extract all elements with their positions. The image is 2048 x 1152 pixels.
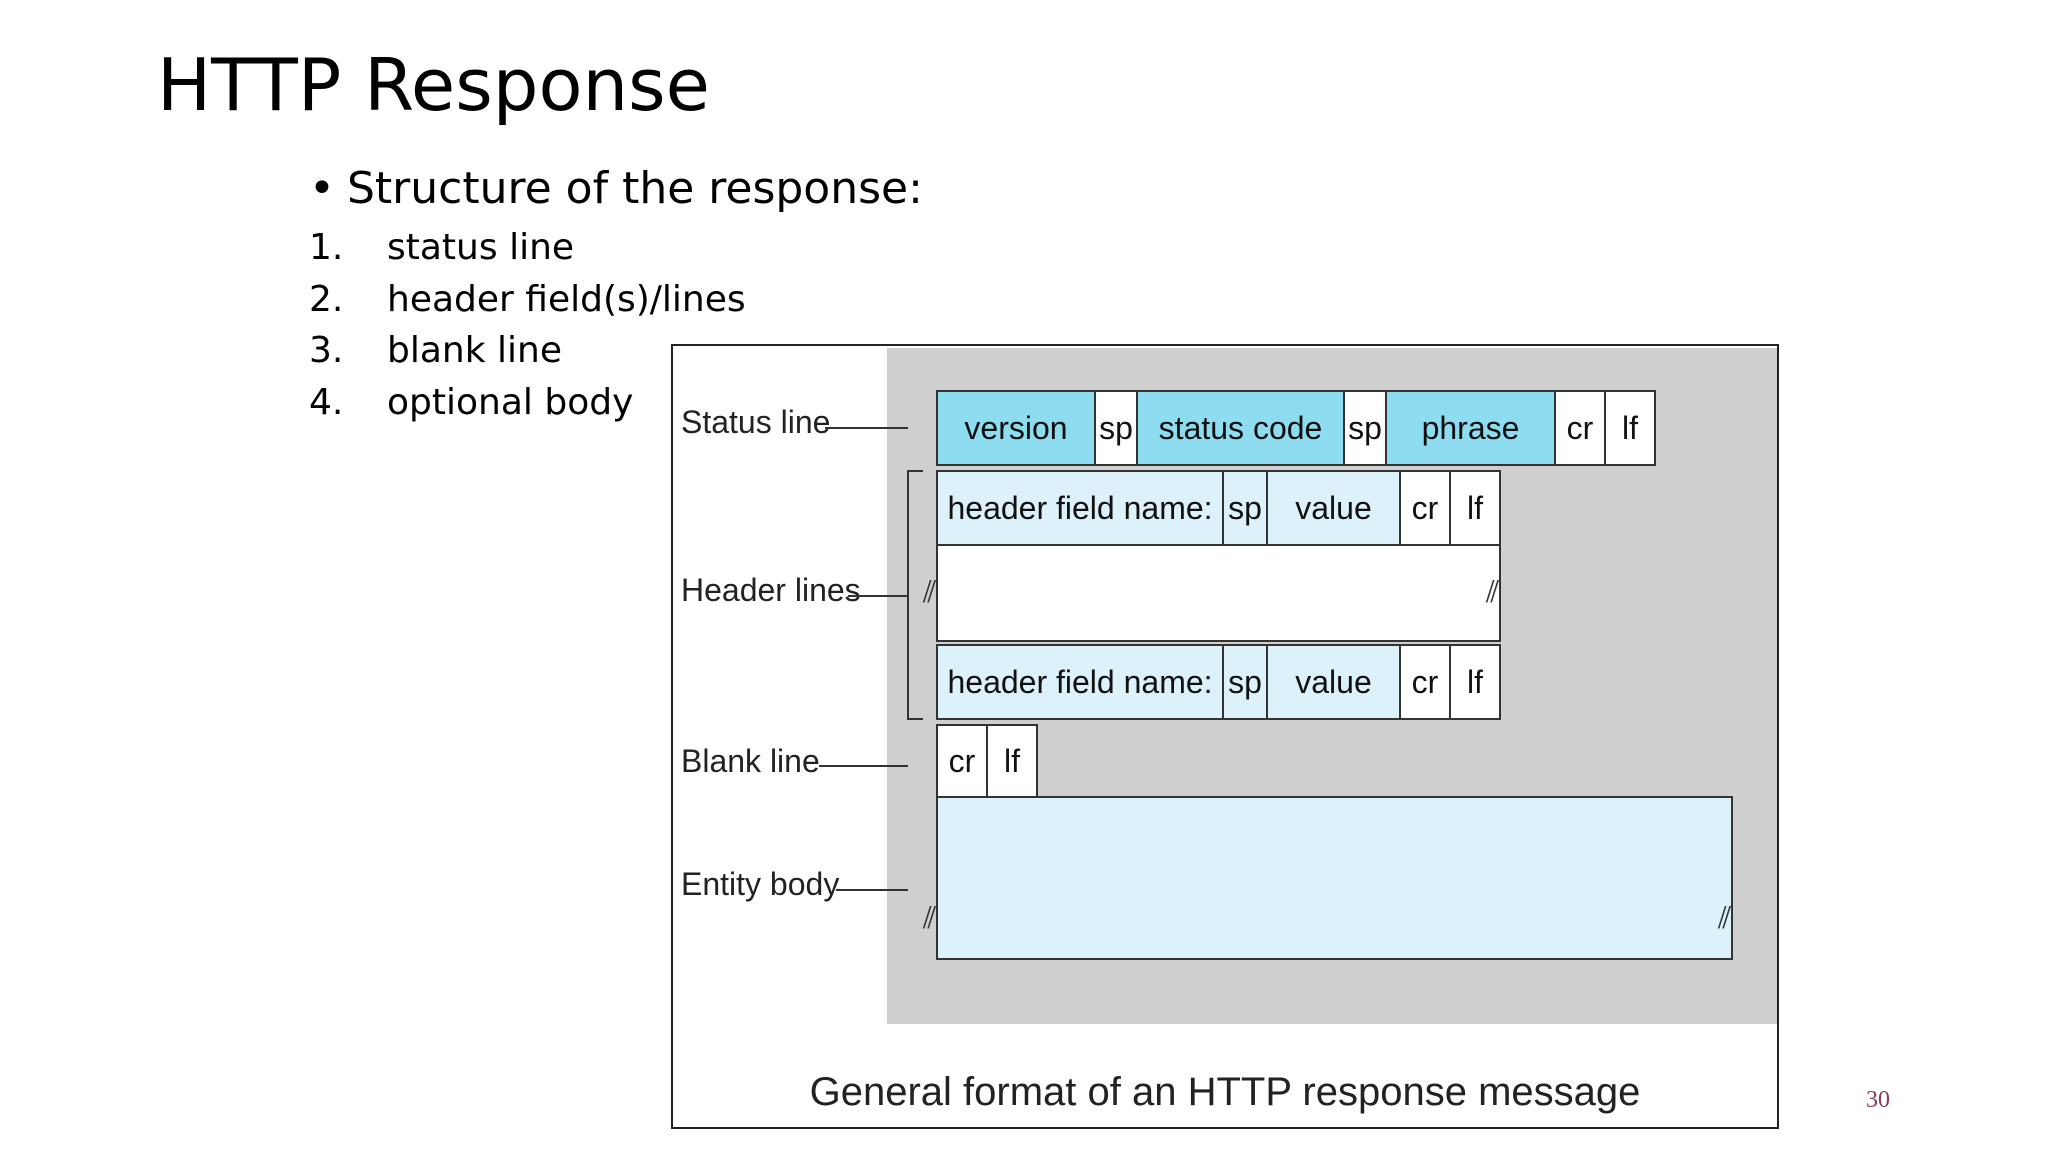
status-line-connector: [825, 427, 908, 429]
blank-line-row: cr lf: [936, 724, 1038, 798]
step-text: optional body: [387, 381, 634, 423]
step-item: 4. optional body: [309, 377, 746, 429]
entity-body-label: Entity body: [681, 866, 840, 902]
omitted-header-lines-box: [936, 544, 1501, 642]
header-line-row: header field name: sp value cr lf: [936, 644, 1501, 720]
value-cell: value: [1266, 470, 1401, 546]
sp-cell: sp: [1222, 470, 1268, 546]
step-text: header field(s)/lines: [387, 278, 746, 320]
step-text: blank line: [387, 330, 562, 371]
step-number: 1.: [309, 227, 344, 268]
cr-cell: cr: [1554, 390, 1606, 466]
figure-caption: General format of an HTTP response messa…: [809, 1070, 1641, 1114]
step-item: 3. blank line: [309, 325, 746, 377]
break-mark-icon: ⫽: [1486, 575, 1500, 610]
header-lines-connector: [848, 595, 907, 597]
sp-cell: sp: [1094, 390, 1138, 466]
version-cell: version: [936, 390, 1096, 466]
cr-cell: cr: [1399, 644, 1451, 720]
header-line-row: header field name: sp value cr lf: [936, 470, 1501, 546]
status-line-label: Status line: [681, 404, 831, 440]
bullet-marker: •: [309, 163, 335, 214]
step-number: 2.: [309, 278, 344, 320]
lf-cell: lf: [1604, 390, 1656, 466]
cr-cell: cr: [936, 724, 988, 798]
header-field-name-cell: header field name:: [936, 470, 1224, 546]
sp-cell: sp: [1343, 390, 1387, 466]
lf-cell: lf: [986, 724, 1038, 798]
bullet-text: Structure of the response:: [347, 163, 923, 214]
entity-body-box: [936, 796, 1733, 960]
blank-line-connector: [819, 765, 908, 767]
break-mark-icon: ⫽: [923, 575, 937, 610]
status-line-row: version sp status code sp phrase cr lf: [936, 390, 1656, 466]
step-number: 3.: [309, 330, 344, 371]
step-item: 2. header field(s)/lines: [309, 274, 746, 326]
slide-title: HTTP Response: [157, 43, 710, 127]
page-number: 30: [1866, 1087, 1890, 1113]
entity-body-connector: [836, 889, 908, 891]
header-lines-bracket: [907, 470, 923, 720]
break-mark-icon: ⫽: [923, 901, 937, 936]
header-lines-label: Header lines: [681, 572, 861, 608]
steps-list: 1. status line 2. header field(s)/lines 3.…: [309, 222, 746, 428]
sp-cell: sp: [1222, 644, 1268, 720]
response-format-figure: Status line Header lines Blank line Enti…: [671, 344, 1779, 1129]
blank-line-label: Blank line: [681, 743, 820, 779]
phrase-cell: phrase: [1385, 390, 1556, 466]
step-text: status line: [387, 227, 575, 268]
value-cell: value: [1266, 644, 1401, 720]
step-number: 4.: [309, 381, 344, 423]
bullet-item: •Structure of the response:: [309, 163, 923, 216]
step-item: 1. status line: [309, 222, 746, 274]
lf-cell: lf: [1449, 470, 1501, 546]
break-mark-icon: ⫽: [1718, 901, 1732, 936]
lf-cell: lf: [1449, 644, 1501, 720]
cr-cell: cr: [1399, 470, 1451, 546]
header-field-name-cell: header field name:: [936, 644, 1224, 720]
status-code-cell: status code: [1136, 390, 1345, 466]
